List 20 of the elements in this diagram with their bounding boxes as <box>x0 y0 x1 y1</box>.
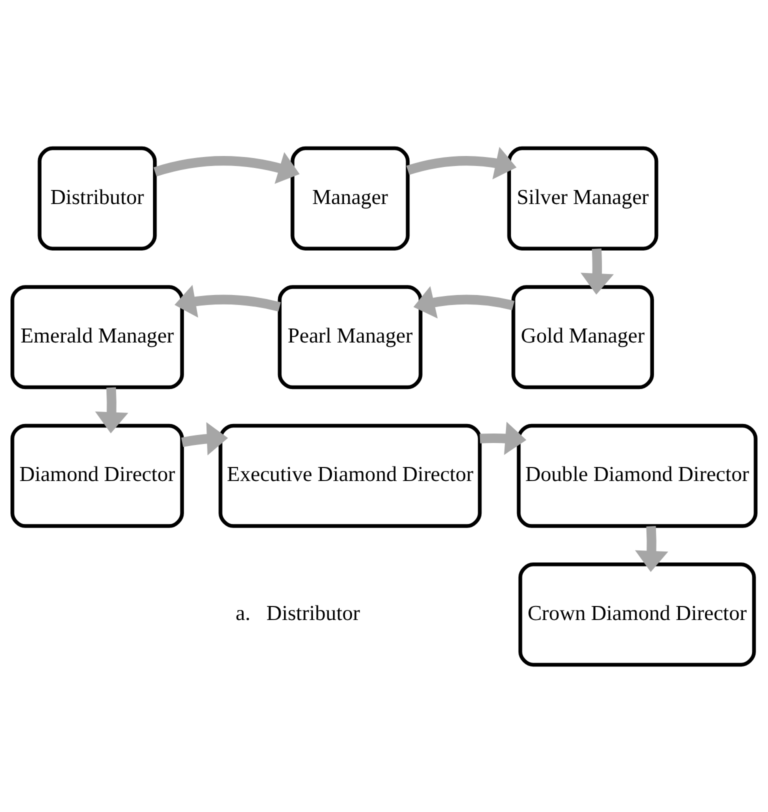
node-box: Double Diamond Director <box>516 423 758 528</box>
node-box: Pearl Manager <box>278 284 422 389</box>
node-box: Executive Diamond Director <box>218 423 482 528</box>
arrow <box>181 422 228 455</box>
arrow <box>154 152 300 184</box>
arrow <box>480 421 526 454</box>
arrow <box>95 386 128 433</box>
node-box: Crown Diamond Director <box>518 562 756 666</box>
node-box: Manager <box>290 146 410 250</box>
node-box: Distributor <box>38 146 157 250</box>
node-box: Gold Manager <box>512 284 654 389</box>
node-box: Emerald Manager <box>10 284 184 389</box>
arrow <box>174 284 281 318</box>
arrow <box>635 526 668 572</box>
node-box: Silver Manager <box>507 146 658 250</box>
node-box: Diamond Director <box>10 423 184 528</box>
label: a. Distributor <box>236 600 360 624</box>
arrow <box>406 146 517 179</box>
arrow <box>413 286 514 318</box>
arrow <box>580 248 614 294</box>
